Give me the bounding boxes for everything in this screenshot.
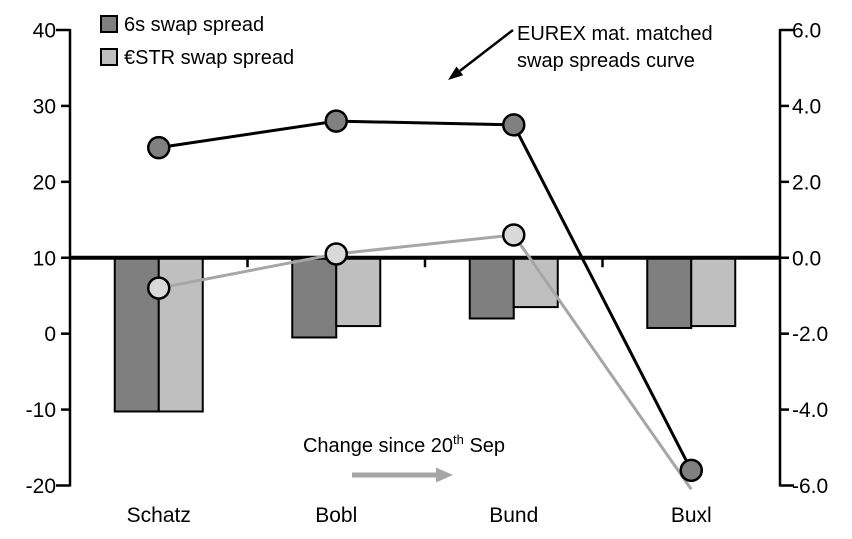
left-axis-tick-label: 30 [33,95,56,118]
bar-estr-change-bobl [335,256,382,328]
left-axis-tick-label: 40 [33,20,56,43]
curve-annotation-arrowhead [448,66,464,80]
marker-6s-swap-spread-bund [502,113,526,137]
left-axis-tick-label: -20 [26,475,56,498]
marker-6s-swap-spread-schatz [147,135,171,160]
x-axis-label-buxl: Buxl [671,504,712,527]
bar-estr-change-buxl [690,256,737,328]
bar-6s-change-bund [468,256,515,320]
change-annotation-arrowhead [436,467,453,483]
right-axis-tick-label: 0.0 [792,247,821,270]
curve-annotation-arrow-shaft [459,29,514,72]
right-axis-tick-label: -4.0 [792,399,828,422]
right-axis-tick-label: 2.0 [792,171,821,194]
right-axis-tick-label: 4.0 [792,95,821,118]
legend-swatch-6s [100,15,118,33]
marker-estr-swap-spread-schatz [147,276,171,300]
x-axis-label-bund: Bund [489,504,538,527]
left-axis-tick-label: 10 [33,247,56,270]
marker-estr-swap-spread-bobl [324,242,348,266]
left-axis-tick-label: 20 [33,171,56,194]
legend-label-estr: €STR swap spread [124,47,294,69]
bar-6s-change-bobl [291,256,338,339]
curve-annotation-line1: EUREX mat. matched [517,23,713,45]
right-axis-tick-label: 6.0 [792,20,821,43]
x-axis-label-schatz: Schatz [127,504,191,527]
left-axis-tick-label: 0 [44,323,56,346]
marker-estr-swap-spread-bund [502,223,526,247]
marker-6s-swap-spread-buxl [679,458,703,483]
curve-annotation-line2: swap spreads curve [517,50,695,72]
marker-6s-swap-spread-bobl [324,109,348,133]
change-annotation-text: Change since 20th Sep [303,432,505,457]
left-axis-tick-label: -10 [26,399,56,422]
right-axis-tick-label: -6.0 [792,475,828,498]
legend-swatch-estr [100,48,118,66]
line-6s-swap-spread [158,119,693,472]
right-axis-tick-label: -2.0 [792,323,828,346]
legend-label-6s: 6s swap spread [124,14,264,36]
x-axis-label-bobl: Bobl [315,504,357,527]
bar-6s-change-buxl [646,256,693,329]
line-estr-swap-spread [158,233,693,491]
